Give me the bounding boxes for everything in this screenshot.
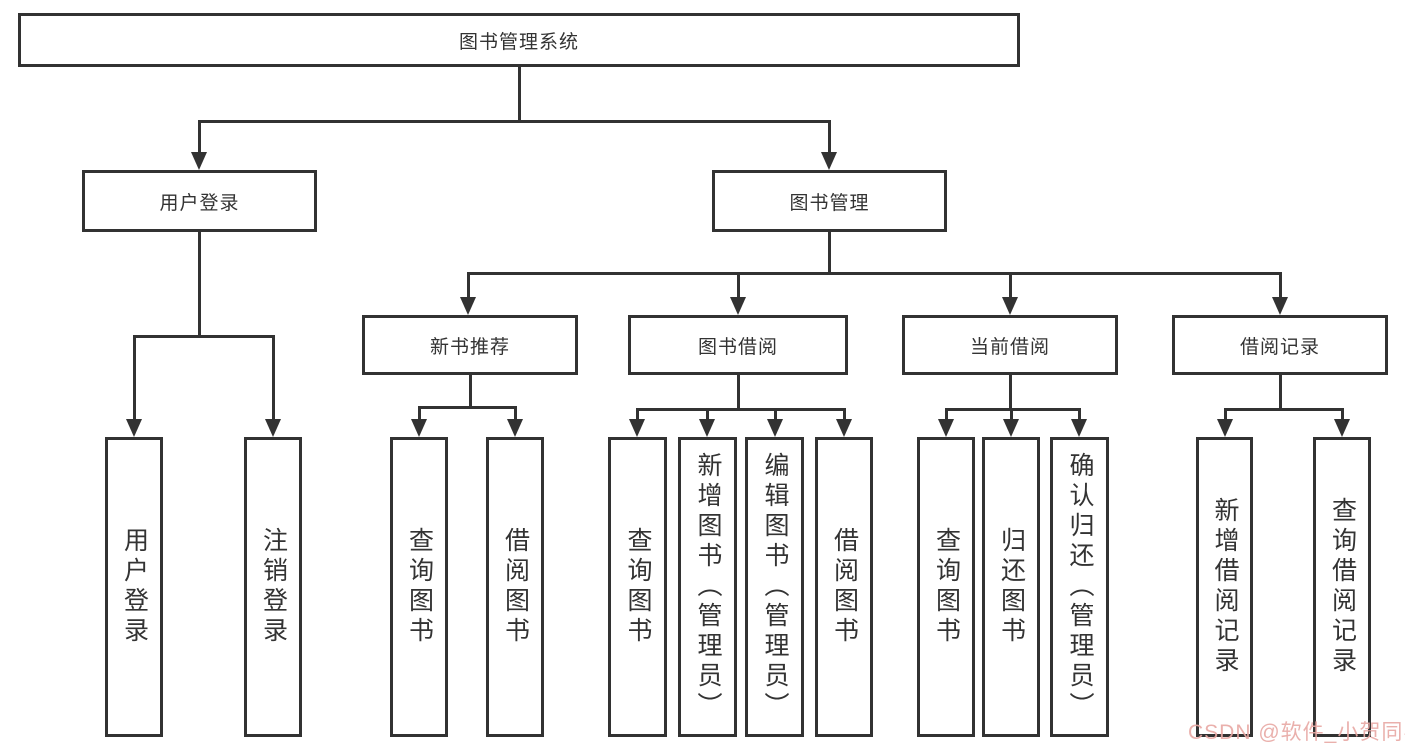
watermark: CSDN @软件_小贺同学 [1188,721,1405,744]
node-book-borrow: 图书借阅 [628,315,848,375]
connector-current-drop [1078,408,1081,419]
arrow-down-icon [191,152,207,170]
connector-newbooks-stub [469,375,472,406]
connector-current-drop [1010,408,1013,419]
connector-bookborrow-drop [843,408,846,419]
arrow-down-icon [730,297,746,315]
connector-l2-drop [828,120,831,154]
leaf-bb-add-books-admin-label: 新增图书（管理员） [694,452,722,722]
connector-userlogin-drop [272,335,275,419]
connector-userlogin-hline [133,335,274,338]
arrow-down-icon [1217,419,1233,437]
connector-newbooks-drop [514,406,517,419]
leaf-cb-query-books: 查询图书 [917,437,975,737]
leaf-bb-edit-books-admin-label: 编辑图书（管理员） [761,452,789,722]
node-borrow-records-label: 借阅记录 [1239,336,1320,358]
connector-bookborrow-drop [706,408,709,419]
connector-userlogin-drop [133,335,136,419]
node-book-management-label: 图书管理 [789,192,870,214]
arrow-down-icon [1003,419,1019,437]
connector-records-drop [1341,408,1344,419]
leaf-nb-borrow-books: 借阅图书 [486,437,544,737]
connector-bookborrow-drop [636,408,639,419]
node-user-login: 用户登录 [82,170,317,232]
leaf-bb-query-books: 查询图书 [608,437,667,737]
connector-l3-hline [467,272,1281,275]
node-book-management: 图书管理 [712,170,947,232]
arrow-down-icon [126,419,142,437]
arrow-down-icon [507,419,523,437]
connector-userlogin-stub [198,232,201,335]
root-node: 图书管理系统 [18,13,1020,67]
connector-records-hline [1224,408,1343,411]
connector-current-drop [945,408,948,419]
leaf-cb-return-books-label: 归还图书 [997,527,1026,647]
leaf-bb-add-books-admin: 新增图书（管理员） [678,437,737,737]
connector-records-stub [1279,375,1282,408]
connector-l3-drop [737,272,740,297]
arrow-down-icon [460,297,476,315]
leaf-br-query-record-label: 查询借阅记录 [1328,497,1357,677]
node-user-login-label: 用户登录 [159,192,240,214]
root-node-label: 图书管理系统 [458,31,579,53]
connector-l2-drop [198,120,201,154]
leaf-cb-confirm-return-admin: 确认归还（管理员） [1050,437,1109,737]
connector-current-stub [1009,375,1012,408]
leaf-bb-edit-books-admin: 编辑图书（管理员） [745,437,804,737]
leaf-nb-query-books-label: 查询图书 [405,527,434,647]
leaf-br-query-record: 查询借阅记录 [1313,437,1371,737]
leaf-cb-confirm-return-admin-label: 确认归还（管理员） [1066,452,1094,722]
connector-l2-hline [198,120,831,123]
arrow-down-icon [767,419,783,437]
connector-bookborrow-stub [737,375,740,408]
leaf-cb-return-books: 归还图书 [982,437,1040,737]
node-borrow-records: 借阅记录 [1172,315,1388,375]
leaf-cb-query-books-label: 查询图书 [932,527,961,647]
leaf-logout-label: 注销登录 [259,527,288,647]
connector-root-stub [518,67,521,120]
connector-l3-drop [1009,272,1012,297]
connector-newbooks-drop [418,406,421,419]
leaf-user-login-label: 用户登录 [120,527,149,647]
arrow-down-icon [821,152,837,170]
arrow-down-icon [1002,297,1018,315]
arrow-down-icon [699,419,715,437]
leaf-bb-borrow-books-label: 借阅图书 [830,527,859,647]
connector-bookborrow-hline [636,408,845,411]
arrow-down-icon [629,419,645,437]
arrow-down-icon [265,419,281,437]
leaf-bb-query-books-label: 查询图书 [624,527,652,647]
leaf-bb-borrow-books: 借阅图书 [815,437,873,737]
connector-newbooks-hline [418,406,516,409]
leaf-br-add-record: 新增借阅记录 [1196,437,1253,737]
node-current-borrow-label: 当前借阅 [969,336,1050,358]
node-book-borrow-label: 图书借阅 [697,336,778,358]
leaf-nb-query-books: 查询图书 [390,437,448,737]
arrow-down-icon [1272,297,1288,315]
leaf-logout: 注销登录 [244,437,302,737]
leaf-user-login: 用户登录 [105,437,163,737]
arrow-down-icon [836,419,852,437]
connector-bookborrow-drop [774,408,777,419]
arrow-down-icon [938,419,954,437]
connector-l3-drop [467,272,470,297]
arrow-down-icon [411,419,427,437]
node-new-book-recommend-label: 新书推荐 [429,336,510,358]
connector-records-drop [1224,408,1227,419]
arrow-down-icon [1334,419,1350,437]
node-new-book-recommend: 新书推荐 [362,315,578,375]
arrow-down-icon [1071,419,1087,437]
connector-bookmgmt-stub [828,232,831,272]
leaf-br-add-record-label: 新增借阅记录 [1211,497,1239,677]
connector-l3-drop [1279,272,1282,297]
leaf-nb-borrow-books-label: 借阅图书 [501,527,530,647]
node-current-borrow: 当前借阅 [902,315,1118,375]
